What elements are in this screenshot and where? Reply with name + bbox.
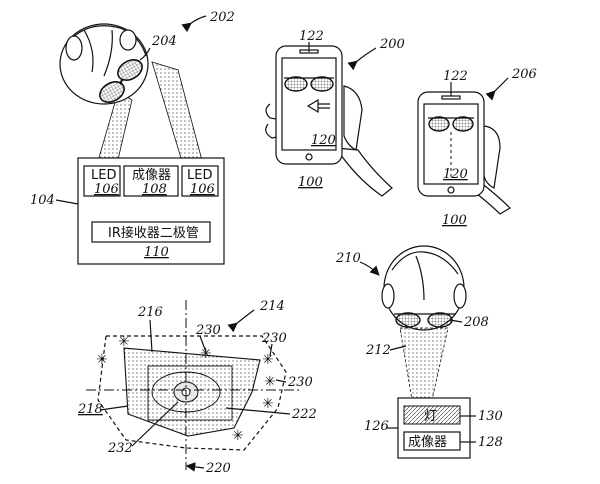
phone-200-group: 122 120 100 200: [265, 29, 405, 197]
imager-box: [123, 165, 179, 197]
sunglasses-icon: [394, 312, 456, 328]
label-200: 200: [379, 37, 405, 52]
phone-206-group: 122 120 100 206: [417, 67, 537, 228]
label-230-a: 230: [195, 323, 221, 338]
sparkle-marker-icon: ✳ ✳ ✳ ✳ ✳ ✳ ✳: [96, 334, 276, 444]
led-left-number: 106: [94, 182, 119, 197]
label-100-a: 100: [298, 175, 323, 190]
module-126: 灯 成像器 130 128 126: [364, 397, 503, 459]
label-204: 204: [151, 34, 177, 49]
led-left-label: LED: [91, 168, 116, 183]
svg-text:✳: ✳: [262, 396, 274, 412]
label-212: 212: [365, 343, 391, 358]
svg-text:✳: ✳: [118, 334, 130, 350]
label-130: 130: [478, 409, 503, 424]
label-230-b: 230: [261, 331, 287, 346]
label-202: 202: [209, 10, 235, 25]
label-100-b: 100: [442, 213, 467, 228]
label-122-b: 122: [443, 69, 468, 84]
label-120-a: 120: [311, 133, 336, 148]
label-210: 210: [335, 251, 361, 266]
svg-text:✳: ✳: [232, 428, 244, 444]
module-104: LED 106 成像器 108 LED 106 IR接收器二极管 110 104: [30, 157, 225, 265]
ir-receiver-number: 110: [144, 245, 169, 260]
led-box-right: [181, 165, 219, 197]
ir-receiver-box: [91, 221, 211, 243]
head-icon: [59, 23, 149, 105]
head-icon: [381, 245, 467, 331]
label-230-c: 230: [287, 375, 313, 390]
label-216: 216: [137, 305, 163, 320]
label-218: 218: [77, 402, 103, 417]
label-206: 206: [511, 67, 537, 82]
sunglasses-icon: [428, 116, 474, 132]
svg-text:✳: ✳: [96, 352, 108, 368]
label-208: 208: [463, 315, 489, 330]
head-210-group: 210 208 212: [335, 245, 489, 401]
arrow-icon: [306, 98, 330, 114]
ir-beam-right: [151, 61, 205, 169]
label-128: 128: [478, 435, 503, 450]
ir-receiver-label: IR接收器二极管: [108, 225, 199, 241]
led-right-label: LED: [187, 168, 212, 183]
imager-label-126: 成像器: [408, 435, 447, 450]
label-232: 232: [107, 441, 133, 456]
label-126: 126: [364, 419, 389, 434]
svg-text:✳: ✳: [264, 374, 276, 390]
svg-text:✳: ✳: [262, 352, 274, 368]
imager-number: 108: [142, 182, 167, 197]
label-222: 222: [291, 407, 317, 422]
label-220: 220: [205, 461, 231, 476]
sunglasses-icon: [99, 59, 143, 103]
sunglasses-icon: [284, 76, 334, 92]
led-box-left: [83, 165, 121, 197]
lamp-label: 灯: [424, 409, 437, 424]
imager-label: 成像器: [132, 168, 171, 183]
projection-cone: [399, 327, 449, 401]
label-104: 104: [30, 193, 55, 208]
led-right-number: 106: [190, 182, 215, 197]
label-214: 214: [259, 299, 285, 314]
head-202-group: 202 204: [59, 10, 235, 169]
svg-text:✳: ✳: [200, 346, 212, 362]
label-120-b: 120: [443, 167, 468, 182]
label-122-a: 122: [299, 29, 324, 44]
eye-region-214: ✳ ✳ ✳ ✳ ✳ ✳ ✳ 216 230 230 230 218 222 23…: [77, 299, 317, 476]
